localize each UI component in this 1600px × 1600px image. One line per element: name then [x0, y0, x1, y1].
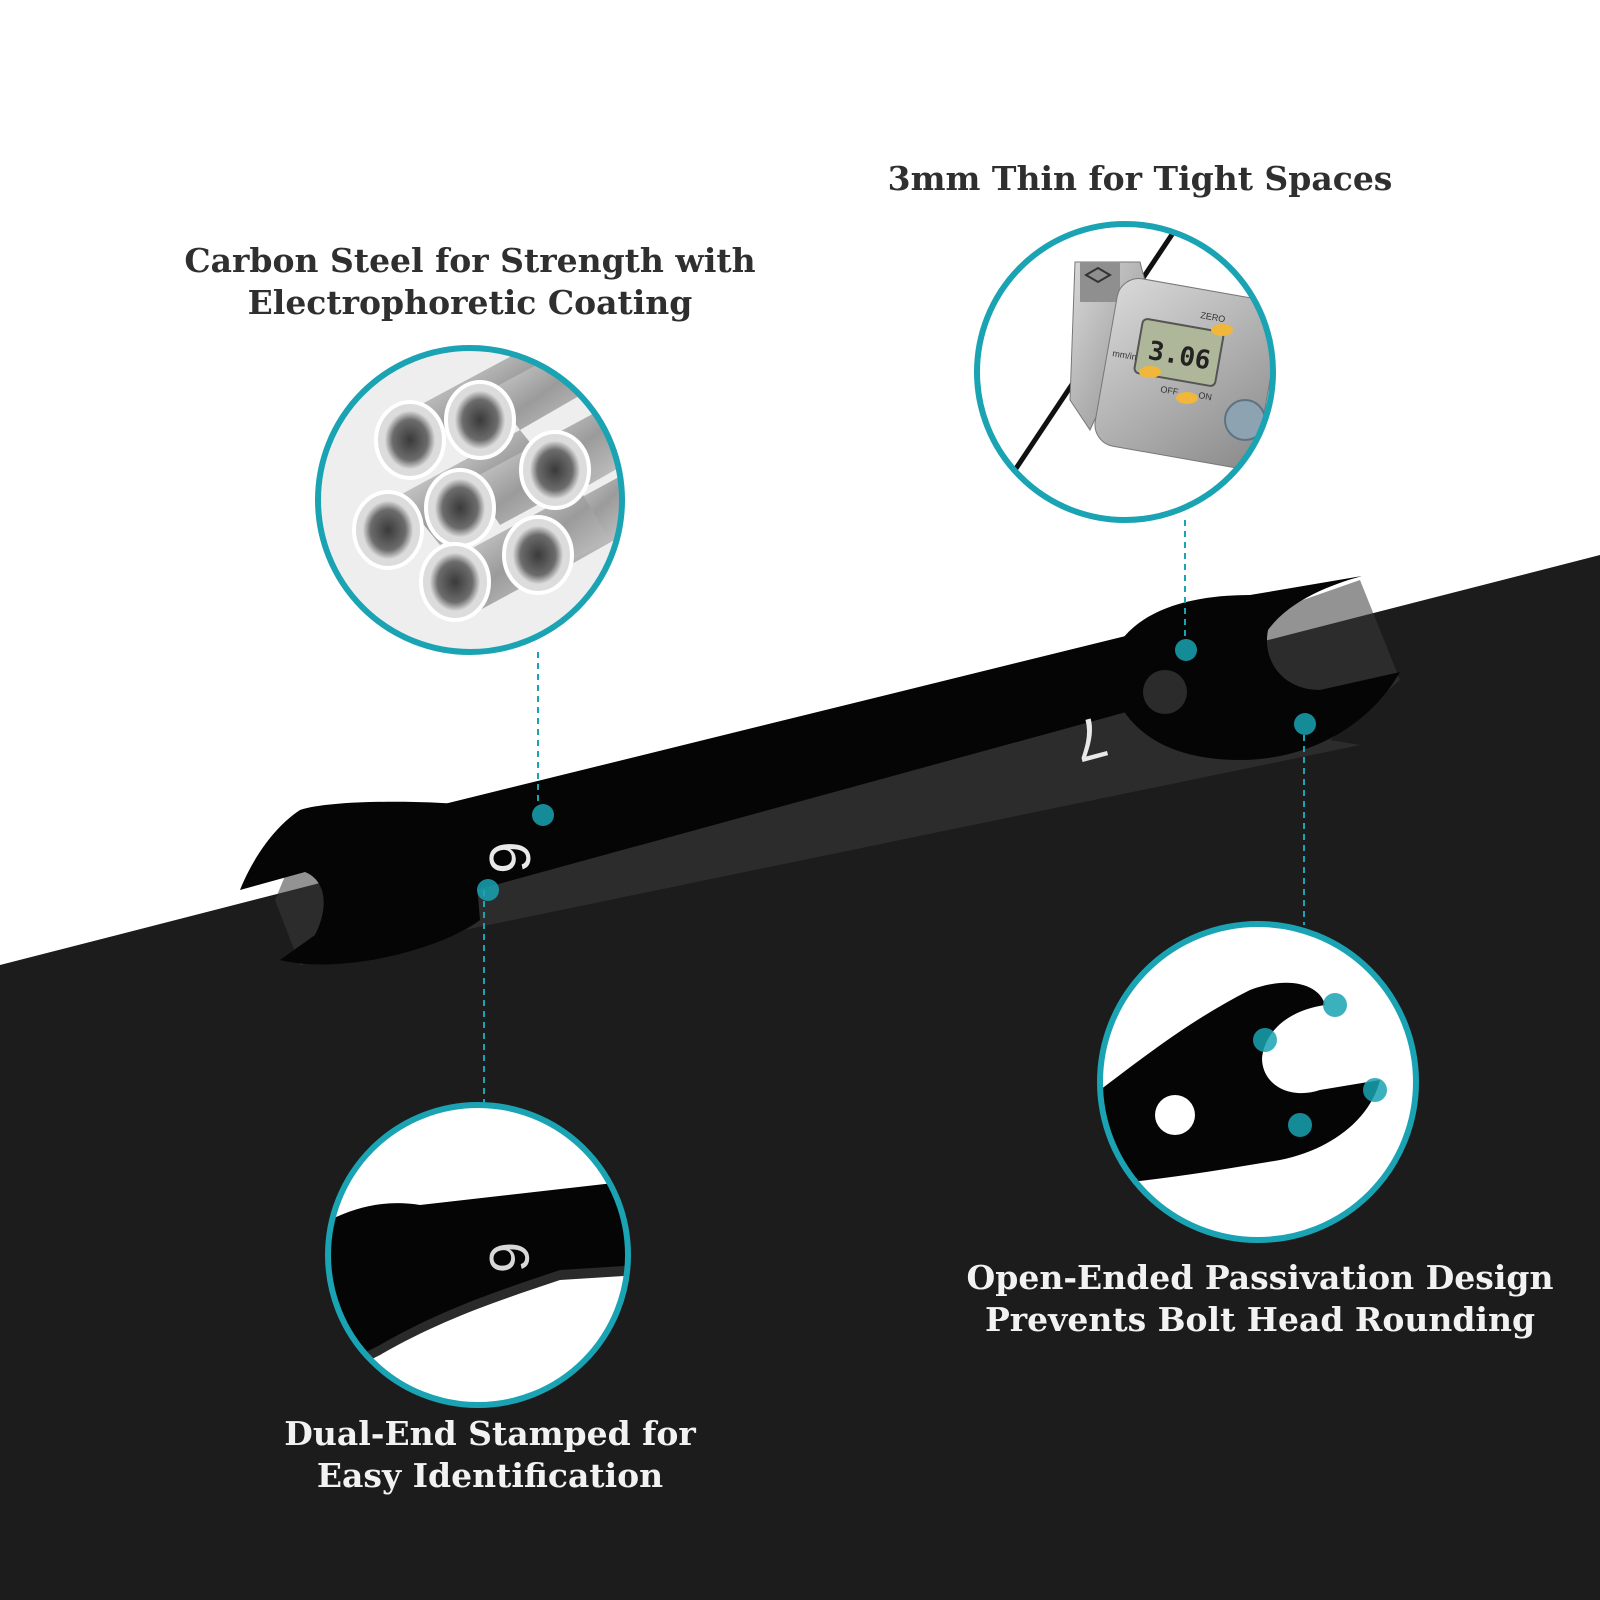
- open-caption-line2: Prevents Bolt Head Rounding: [984, 1300, 1536, 1340]
- jaw-dot-4: [1288, 1113, 1312, 1137]
- dot-dual: [477, 879, 499, 901]
- steel-tubes-icon: [315, 345, 625, 655]
- dual-end-caption: Dual-End Stamped for Easy Identification: [190, 1413, 790, 1497]
- open-ended-caption: Open-Ended Passivation Design Prevents B…: [930, 1257, 1590, 1341]
- caliper-on-label: ON: [1198, 390, 1213, 402]
- left-size-stamp: 6: [476, 840, 542, 875]
- caliper-mode-button: [1139, 366, 1161, 378]
- dual-caption-line1: Dual-End Stamped for: [284, 1414, 696, 1453]
- wrench-left-head: [240, 801, 480, 965]
- jaw-dot-3: [1363, 1078, 1387, 1102]
- dual-caption-line2: Easy Identification: [316, 1456, 664, 1496]
- tube-mouths: [352, 380, 591, 622]
- jaw-dot-2: [1253, 1028, 1277, 1052]
- wrench-hole: [1143, 670, 1187, 714]
- dot-carbon: [532, 804, 554, 826]
- caliper-off-label: OFF: [1160, 384, 1180, 397]
- wrench: 6 7: [240, 576, 1400, 965]
- wrench-right-head: [1110, 576, 1400, 760]
- caliper-zero-button: [1211, 324, 1233, 336]
- carbon-caption-line1: Carbon Steel for Strength with: [184, 241, 756, 280]
- caliper-onoff-button: [1176, 392, 1198, 404]
- wrench-shaft: [420, 630, 1170, 900]
- open-jaw-icon: [1097, 921, 1419, 1243]
- carbon-caption-line2: Electrophoretic Coating: [247, 283, 693, 323]
- callout-connectors: [477, 520, 1316, 1105]
- caliper-units-label: mm/in: [1112, 348, 1138, 362]
- open-caption-line1: Open-Ended Passivation Design: [966, 1258, 1554, 1297]
- thin-caption: 3mm Thin for Tight Spaces: [830, 158, 1450, 200]
- dot-thin: [1175, 639, 1197, 661]
- jaw-dot-1: [1323, 993, 1347, 1017]
- zoom-size-stamp: 6: [477, 1241, 541, 1274]
- dot-open: [1294, 713, 1316, 735]
- caliper-icon: 3.06 ZERO mm/in OFF ON: [974, 221, 1276, 523]
- thin-caption-line1: 3mm Thin for Tight Spaces: [887, 159, 1393, 198]
- carbon-steel-caption: Carbon Steel for Strength with Electroph…: [150, 240, 790, 324]
- caliper-zero-label: ZERO: [1200, 310, 1226, 324]
- stamped-number-icon: 6: [325, 1102, 631, 1408]
- open-jaw-hole: [1155, 1095, 1195, 1135]
